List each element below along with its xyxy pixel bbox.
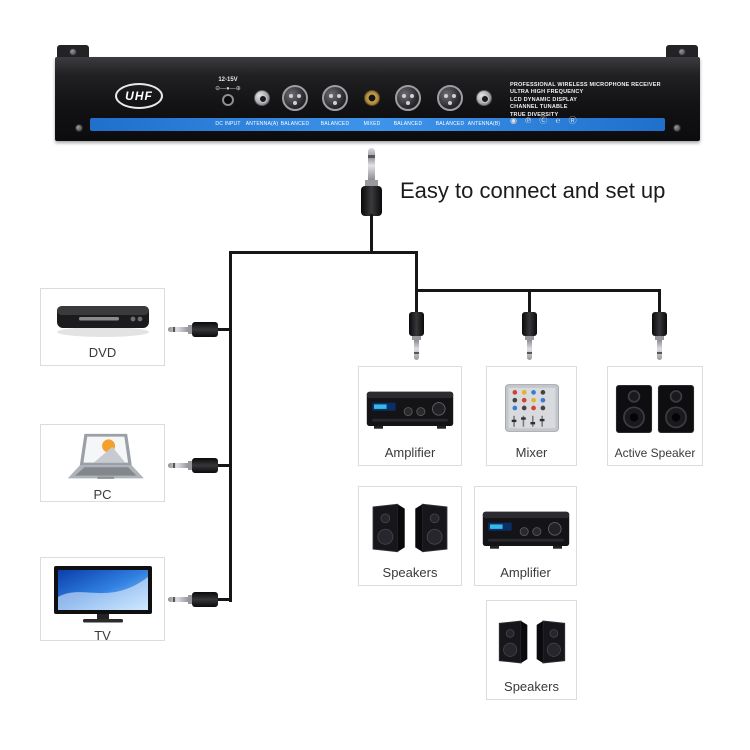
device-label: Speakers	[504, 679, 559, 694]
plug-tip	[368, 148, 375, 180]
xlr-balanced-port-2	[322, 85, 348, 111]
cable-segment	[370, 214, 373, 254]
xlr-balanced-port-3	[395, 85, 421, 111]
cable-segment	[229, 251, 418, 254]
ts-plug-active-speaker	[652, 312, 667, 360]
port-label-balanced-4: BALANCED	[435, 121, 465, 127]
device-label: DVD	[88, 345, 117, 360]
amplifier-illustration	[480, 494, 571, 562]
cable-segment	[528, 289, 531, 312]
screw-icon	[678, 48, 686, 56]
dvd-player-illustration	[46, 296, 159, 342]
device-label: Active Speaker	[614, 446, 696, 460]
polarity-symbol: ⊖—●—⊕	[215, 86, 241, 92]
device-box-mixer: Mixer	[486, 366, 577, 466]
blue-accent-stripe	[90, 118, 665, 131]
ts-plug-amplifier	[409, 312, 424, 360]
device-box-amplifier-1: Amplifier	[358, 366, 462, 466]
ts-plug-dvd	[168, 322, 230, 337]
ts-plug-pc	[168, 458, 230, 473]
port-label-mixed: MIXED	[363, 121, 381, 127]
certification-icons: ◉ ℗ Ⓒ ℮ Ⓡ	[510, 116, 580, 125]
device-box-dvd: DVD	[40, 288, 165, 366]
screw-icon	[69, 48, 77, 56]
feature-line: CHANNEL TUNABLE	[510, 104, 568, 111]
feature-text-block: PROFESSIONAL WIRELESS MICROPHONE RECEIVE…	[510, 82, 670, 119]
ts-plug-tv	[168, 592, 230, 607]
brand-text: UHF	[125, 89, 153, 103]
brand-logo: UHF	[115, 83, 163, 109]
ts-plug-mixer	[522, 312, 537, 360]
feature-line: LCD DYNAMIC DISPLAY	[510, 96, 578, 103]
xlr-balanced-port-4	[437, 85, 463, 111]
antenna-b-port	[476, 90, 492, 106]
rack-ear-right	[666, 45, 698, 59]
ts-plug-main	[361, 148, 382, 218]
antenna-a-port	[254, 90, 270, 106]
power-rating-label: 12-15V	[218, 77, 238, 83]
device-label: PC	[93, 487, 112, 502]
active-speaker-illustration	[613, 374, 697, 443]
speakers-illustration	[364, 494, 456, 562]
port-label-antenna-b: ANTENNA(B)	[467, 121, 501, 127]
device-box-active-speaker: Active Speaker	[607, 366, 703, 466]
receiver-rear-panel: UHF 12-15V ⊖—●—⊕ DC INPUT ANTENNA(A) BAL…	[55, 57, 700, 141]
cable-segment	[658, 289, 661, 312]
device-box-tv: TV	[40, 557, 165, 643]
feature-line: ULTRA HIGH FREQUENCY	[510, 89, 584, 96]
feature-line: PROFESSIONAL WIRELESS MICROPHONE RECEIVE…	[510, 82, 661, 88]
device-label: Amplifier	[500, 565, 551, 580]
port-label-antenna-a: ANTENNA(A)	[245, 121, 279, 127]
device-box-speakers-1: Speakers	[358, 486, 462, 586]
tagline-text: Easy to connect and set up	[400, 178, 666, 203]
device-label: Speakers	[382, 565, 438, 580]
amplifier-illustration	[364, 374, 456, 442]
cable-segment	[415, 289, 661, 292]
rack-ear-left	[57, 45, 89, 59]
xlr-balanced-port-1	[282, 85, 308, 111]
tv-illustration	[46, 565, 159, 625]
screw-icon	[75, 124, 83, 132]
device-label: TV	[94, 628, 111, 643]
device-label: Amplifier	[384, 445, 436, 460]
device-box-pc: PC	[40, 424, 165, 502]
mixed-output-port	[364, 90, 380, 106]
dc-input-port	[222, 94, 234, 106]
speakers-illustration	[492, 608, 571, 676]
port-label-balanced-1: BALANCED	[280, 121, 310, 127]
mixer-illustration	[492, 374, 571, 442]
port-label-balanced-2: BALANCED	[320, 121, 350, 127]
device-box-amplifier-2: Amplifier	[474, 486, 577, 586]
port-label-balanced-3: BALANCED	[393, 121, 423, 127]
screw-icon	[673, 124, 681, 132]
feature-line: TRUE DIVERSITY	[510, 111, 559, 118]
cable-segment	[229, 251, 232, 602]
cable-segment	[415, 251, 418, 312]
device-box-speakers-2: Speakers	[486, 600, 577, 700]
laptop-illustration	[46, 432, 159, 484]
port-label-dc: DC INPUT	[215, 121, 241, 127]
device-label: Mixer	[515, 445, 548, 460]
